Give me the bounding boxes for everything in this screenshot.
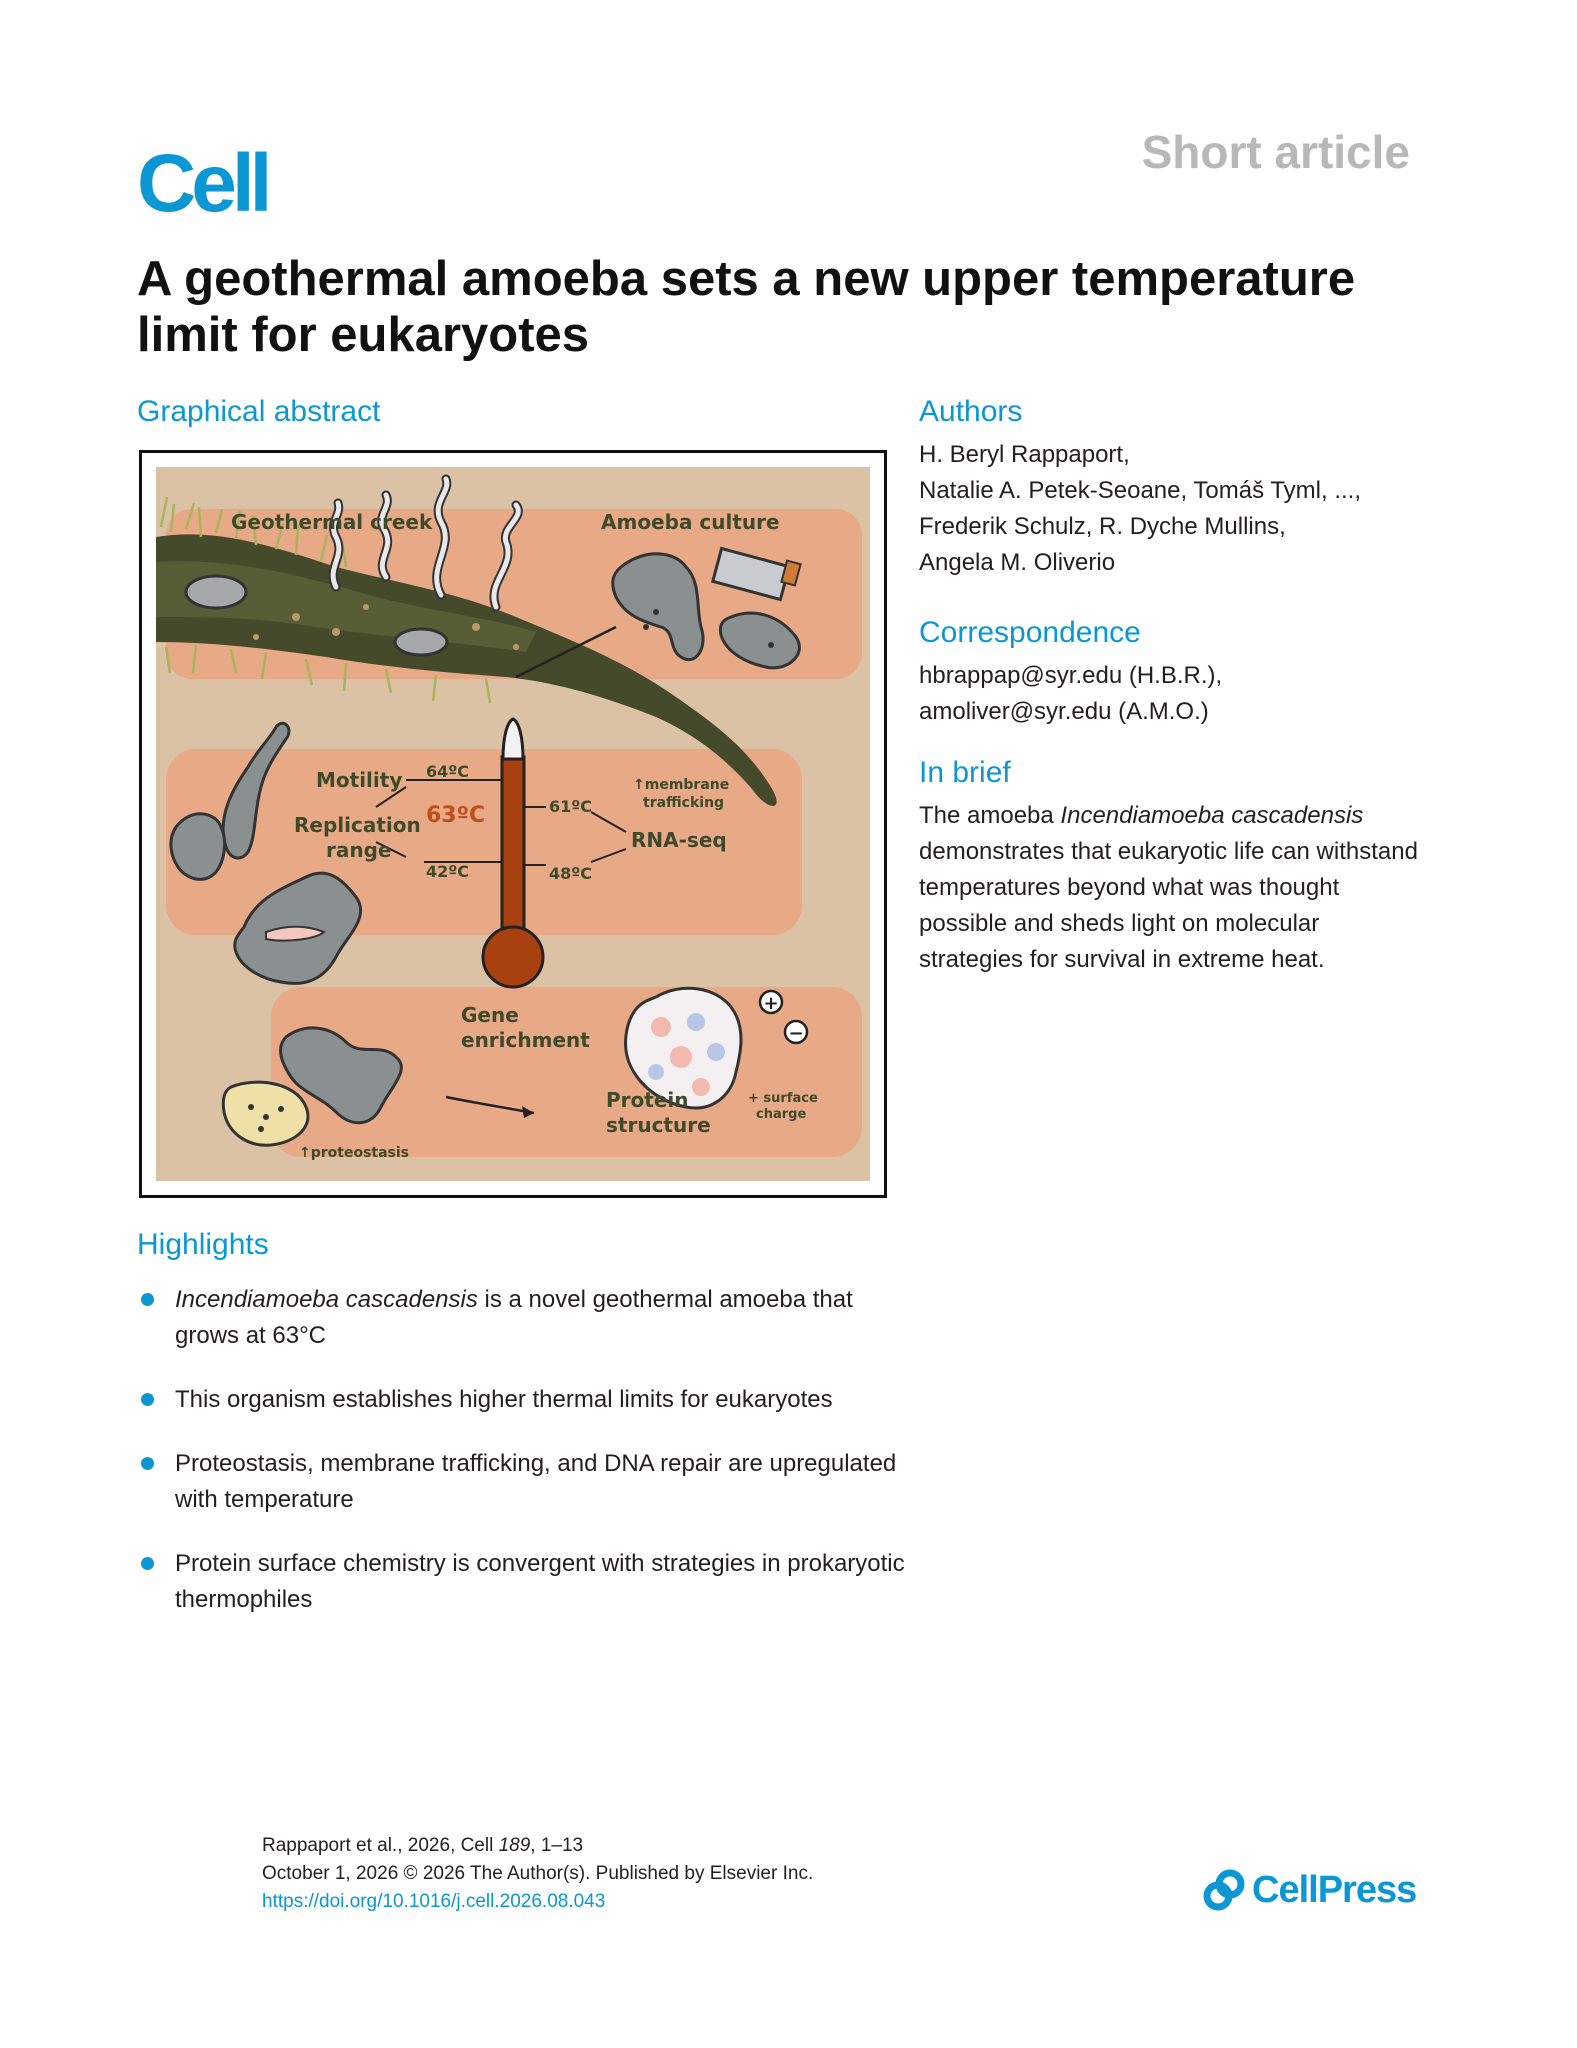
label-amoeba-culture: Amoeba culture xyxy=(601,510,780,534)
amoeba-inclusion xyxy=(265,925,326,942)
citation-authors: Rappaport et al., 2026, Cell xyxy=(262,1835,499,1856)
author-line: Natalie A. Petek-Seoane, Tomáš Tyml, ...… xyxy=(919,477,1361,504)
geothermal-creek-illustration xyxy=(156,474,777,807)
label-replication-line2: range xyxy=(326,838,391,862)
highlight-text: Protein surface chemistry is convergent … xyxy=(175,1550,905,1613)
citation-volume: 189 xyxy=(498,1835,531,1856)
label-membrane-line1: ↑membrane xyxy=(633,777,729,793)
in-brief-species: Incendiamoeba cascadensis xyxy=(1060,802,1364,829)
highlight-italic: Incendiamoeba cascadensis xyxy=(175,1286,478,1313)
correspondence-list: hbrappap@syr.edu (H.B.R.), amoliver@syr.… xyxy=(919,658,1222,730)
highlights-list: Incendiamoeba cascadensis is a novel geo… xyxy=(137,1282,917,1618)
minus-sign: − xyxy=(788,1023,803,1044)
protein-structure-icon xyxy=(624,986,743,1110)
label-temp-63: 63ºC xyxy=(426,803,485,828)
citation-block: Rappaport et al., 2026, Cell 189, 1–13 O… xyxy=(262,1832,813,1916)
cellpress-mark-icon xyxy=(1203,1869,1245,1911)
citation-pages: , 1–13 xyxy=(530,1835,584,1856)
graphical-abstract-figure: + − Geothermal creek Amoeba culture Moti… xyxy=(139,450,887,1198)
label-surface-line1: + surface xyxy=(748,1091,818,1106)
highlight-body: Proteostasis, membrane trafficking, and … xyxy=(175,1450,897,1513)
in-brief-heading: In brief xyxy=(919,756,1011,789)
citation-line-2: October 1, 2026 © 2026 The Author(s). Pu… xyxy=(262,1863,814,1884)
label-gene-line2: enrichment xyxy=(461,1028,590,1052)
correspondence-heading: Correspondence xyxy=(919,616,1141,649)
highlights-section: Highlights Incendiamoeba cascadensis is … xyxy=(137,1228,917,1646)
label-temp-64: 64ºC xyxy=(426,762,469,781)
amoeba-small-icon xyxy=(169,812,227,881)
highlight-body: is a novel geothermal amoeba that grows … xyxy=(175,1286,853,1349)
label-surface-line2: charge xyxy=(756,1107,806,1122)
highlight-text: Incendiamoeba cascadensis is a novel geo… xyxy=(175,1286,853,1349)
article-type-label: Short article xyxy=(1141,126,1410,178)
doi-link[interactable]: https://doi.org/10.1016/j.cell.2026.08.0… xyxy=(262,1891,606,1912)
cell-journal-logo: Cell xyxy=(137,138,272,229)
plus-charge-icon xyxy=(758,989,784,1015)
bullet-icon xyxy=(141,1293,154,1306)
author-line: H. Beryl Rappaport, xyxy=(919,441,1130,468)
highlight-item: Incendiamoeba cascadensis is a novel geo… xyxy=(137,1282,917,1354)
bullet-icon xyxy=(141,1557,154,1570)
cellpress-logo: CellPress xyxy=(1200,1868,1420,1914)
label-gene-line1: Gene xyxy=(461,1003,519,1027)
label-temp-48: 48ºC xyxy=(549,864,592,883)
label-temp-42: 42ºC xyxy=(426,862,469,881)
highlights-heading: Highlights xyxy=(137,1228,269,1261)
label-proteostasis: ↑proteostasis xyxy=(299,1145,409,1161)
highlight-item: This organism establishes higher thermal… xyxy=(137,1382,917,1418)
label-temp-61: 61ºC xyxy=(549,797,592,816)
highlight-text: This organism establishes higher thermal… xyxy=(175,1386,833,1413)
authors-list: H. Beryl Rappaport, Natalie A. Petek-Seo… xyxy=(919,437,1361,581)
label-geothermal-creek: Geothermal creek xyxy=(231,510,433,534)
highlight-body: Protein surface chemistry is convergent … xyxy=(175,1550,905,1613)
highlight-item: Protein surface chemistry is convergent … xyxy=(137,1546,917,1618)
email-link[interactable]: amoliver@syr.edu (A.M.O.) xyxy=(919,698,1209,725)
amoeba-gene-icon xyxy=(279,1026,403,1125)
article-title: A geothermal amoeba sets a new upper tem… xyxy=(137,252,1356,362)
label-replication-line1: Replication xyxy=(294,813,421,837)
graphical-abstract-heading: Graphical abstract xyxy=(137,395,381,428)
bullet-icon xyxy=(141,1393,154,1406)
highlight-body: This organism establishes higher thermal… xyxy=(175,1386,833,1413)
amoeba-culture-illustration xyxy=(611,546,802,670)
cellpress-wordmark: CellPress xyxy=(1252,1869,1417,1911)
in-brief-text: The amoeba Incendiamoeba cascadensis dem… xyxy=(919,798,1419,978)
label-motility: Motility xyxy=(316,768,402,792)
author-line: Angela M. Oliverio xyxy=(919,549,1116,576)
author-line: Frederik Schulz, R. Dyche Mullins, xyxy=(919,513,1286,540)
in-brief-post: demonstrates that eukaryotic life can wi… xyxy=(919,838,1418,973)
amoeba-proteostasis-icon xyxy=(221,1080,310,1147)
label-membrane-line2: trafficking xyxy=(643,795,724,811)
authors-heading: Authors xyxy=(919,395,1023,428)
thermometer-icon xyxy=(481,717,545,989)
label-rna-seq: RNA-seq xyxy=(631,828,727,852)
label-protein-line2: structure xyxy=(606,1113,711,1137)
citation-line-1: Rappaport et al., 2026, Cell 189, 1–13 xyxy=(262,1832,813,1860)
plus-sign: + xyxy=(763,993,778,1014)
amoeba-motility-icon xyxy=(221,721,291,860)
in-brief-pre: The amoeba xyxy=(919,802,1061,829)
highlight-item: Proteostasis, membrane trafficking, and … xyxy=(137,1446,917,1518)
minus-charge-icon xyxy=(783,1019,809,1045)
highlight-text: Proteostasis, membrane trafficking, and … xyxy=(175,1450,896,1513)
bullet-icon xyxy=(141,1457,154,1470)
label-protein-line1: Protein xyxy=(606,1088,688,1112)
email-link[interactable]: hbrappap@syr.edu (H.B.R.), xyxy=(919,662,1223,689)
graphical-abstract-illustration: + − Geothermal creek Amoeba culture Moti… xyxy=(156,467,870,1181)
